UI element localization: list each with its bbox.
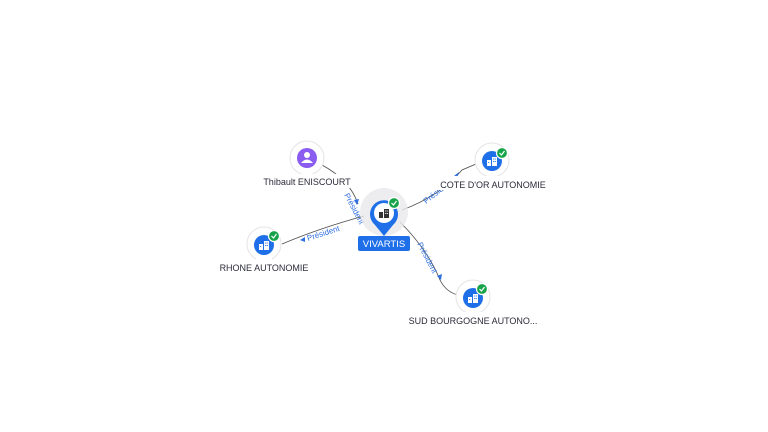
node-cote[interactable]: COTE D'OR AUTONOMIE — [434, 142, 551, 190]
verified-badge-icon — [495, 146, 509, 160]
edge-label-sud: Président — [415, 241, 439, 276]
node-sud[interactable]: SUD BOURGOGNE AUTONO... — [404, 279, 542, 326]
node-label-sud: SUD BOURGOGNE AUTONO... — [409, 316, 538, 326]
edge-rhone: Président — [281, 215, 365, 245]
building-icon — [254, 235, 274, 255]
verified-badge-icon — [475, 282, 489, 296]
node-label-rhone: RHONE AUTONOMIE — [220, 263, 309, 273]
edge-sud: Président — [399, 221, 459, 296]
node-label-center: VIVARTIS — [363, 239, 405, 250]
node-center[interactable]: VIVARTIS — [358, 188, 410, 251]
edge-label-rhone: Président — [306, 224, 342, 243]
node-thibault[interactable]: Thibault ENISCOURT — [257, 140, 357, 188]
verified-badge-icon — [267, 229, 281, 243]
node-rhone[interactable]: RHONE AUTONOMIE — [214, 226, 315, 273]
verified-badge-icon — [387, 196, 401, 210]
node-label-cote: COTE D'OR AUTONOMIE — [440, 180, 546, 190]
node-label-thibault: Thibault ENISCOURT — [263, 177, 351, 187]
person-icon — [297, 148, 317, 168]
building-icon — [379, 209, 389, 218]
